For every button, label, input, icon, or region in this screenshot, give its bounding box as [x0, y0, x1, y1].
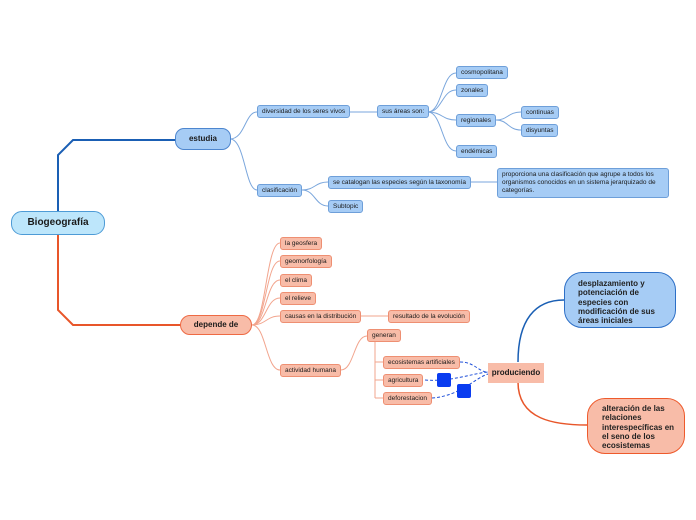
link-estudia-clasificacion: [229, 138, 258, 191]
regional-label: continuas: [526, 109, 554, 116]
area-endemicas[interactable]: endémicas: [456, 145, 498, 158]
produciendo-label: produciendo: [491, 368, 541, 377]
root-label: Biogeografía: [27, 217, 89, 228]
link-root-estudia: [57, 139, 176, 222]
taxonomia-node[interactable]: se catalogan las especies según la taxon…: [328, 176, 471, 189]
diversidad-label: diversidad de los seres vivos: [262, 108, 346, 115]
area-label: endémicas: [461, 148, 493, 155]
deforestacion-node[interactable]: deforestacion: [383, 392, 433, 405]
clasificacion-label: clasificación: [262, 187, 298, 194]
link-areas-cosmopolitana: [427, 72, 457, 113]
depende-item-label: la geosfera: [285, 240, 318, 247]
link-depende-actividad: [251, 324, 281, 371]
link-depende-clima: [251, 279, 281, 326]
deforestacion-label: deforestacion: [388, 395, 428, 402]
depende-geosfera[interactable]: la geosfera: [280, 237, 323, 250]
depende-item-label: el relieve: [285, 295, 312, 302]
link-depende-causas: [251, 315, 281, 326]
relation-agricultura-produciendo: [424, 371, 489, 381]
link-produciendo-alteracion: [517, 381, 588, 426]
diversidad-node[interactable]: diversidad de los seres vivos: [257, 105, 351, 118]
area-label: zonales: [461, 87, 484, 94]
actividad-label: actividad humana: [285, 367, 336, 374]
taxonomia-note[interactable]: proporciona una clasificación que agrupe…: [497, 168, 669, 198]
estudia-label: estudia: [188, 134, 217, 143]
depende-relieve[interactable]: el relieve: [280, 292, 317, 305]
alteracion-bubble[interactable]: alteración de las relaciones interespecí…: [587, 398, 685, 454]
estudia-node[interactable]: estudia: [175, 128, 231, 150]
area-zonales[interactable]: zonales: [456, 84, 489, 97]
depende-geomorfologia[interactable]: geomorfología: [280, 255, 332, 268]
causas-label: causas en la distribución: [285, 313, 357, 320]
depende-clima[interactable]: el clima: [280, 274, 313, 287]
desplazamiento-text: desplazamiento y potenciación de especie…: [578, 279, 655, 326]
agricultura-node[interactable]: agricultura: [383, 374, 424, 387]
causas-node[interactable]: causas en la distribución: [280, 310, 362, 323]
link-depende-geosfera: [251, 242, 281, 326]
subtopic-node[interactable]: Subtopic: [328, 200, 364, 213]
link-depende-relieve: [251, 297, 281, 326]
ecosistemas-node[interactable]: ecosistemas artificiales: [383, 356, 460, 369]
link-areas-endemicas: [427, 111, 457, 152]
depende-item-label: el clima: [285, 277, 308, 284]
resultado-node[interactable]: resultado de la evolución: [388, 310, 470, 323]
link-depende-geomorfologia: [251, 260, 281, 326]
areas-label: sus áreas son:: [382, 108, 425, 115]
area-label: regionales: [461, 117, 491, 124]
flag-icon[interactable]: [437, 373, 451, 387]
link-regionales-disyuntas: [495, 119, 522, 131]
taxonomia-label: se catalogan las especies según la taxon…: [333, 179, 466, 186]
link-estudia-diversidad: [229, 111, 258, 140]
link-root-depende: [57, 234, 182, 326]
actividad-node[interactable]: actividad humana: [280, 364, 341, 377]
agricultura-label: agricultura: [388, 377, 419, 384]
link-areas-zonales: [427, 89, 457, 113]
link-actividad-generan: [340, 335, 368, 371]
area-cosmopolitana[interactable]: cosmopolitana: [456, 66, 508, 79]
resultado-label: resultado de la evolución: [393, 313, 465, 320]
generan-label: generan: [372, 332, 396, 339]
area-label: cosmopolitana: [461, 69, 503, 76]
area-regionales[interactable]: regionales: [456, 114, 496, 127]
relation-ecosistemas-produciendo: [459, 361, 489, 373]
ecosistemas-label: ecosistemas artificiales: [388, 359, 455, 366]
regional-disyuntas[interactable]: disyuntas: [521, 124, 559, 137]
subtopic-label: Subtopic: [333, 203, 359, 210]
flag-icon[interactable]: [457, 384, 471, 398]
link-clasificacion-taxonomia: [301, 181, 329, 191]
alteracion-text: alteración de las relaciones interespecí…: [602, 404, 675, 451]
areas-node[interactable]: sus áreas son:: [377, 105, 430, 118]
regional-label: disyuntas: [526, 127, 554, 134]
regional-continuas[interactable]: continuas: [521, 106, 559, 119]
depende-item-label: geomorfología: [285, 258, 327, 265]
produciendo-node[interactable]: produciendo: [488, 363, 544, 383]
link-regionales-continuas: [495, 111, 522, 121]
generan-node[interactable]: generan: [367, 329, 401, 342]
clasificacion-node[interactable]: clasificación: [257, 184, 303, 197]
link-produciendo-desplazamiento: [517, 299, 565, 363]
depende-label: depende de: [193, 320, 239, 329]
link-clasificacion-subtopic: [301, 189, 329, 207]
root-node[interactable]: Biogeografía: [11, 211, 105, 235]
desplazamiento-bubble[interactable]: desplazamiento y potenciación de especie…: [564, 272, 676, 328]
depende-node[interactable]: depende de: [180, 315, 252, 335]
note-text: proporciona una clasificación que agrupe…: [502, 171, 656, 194]
